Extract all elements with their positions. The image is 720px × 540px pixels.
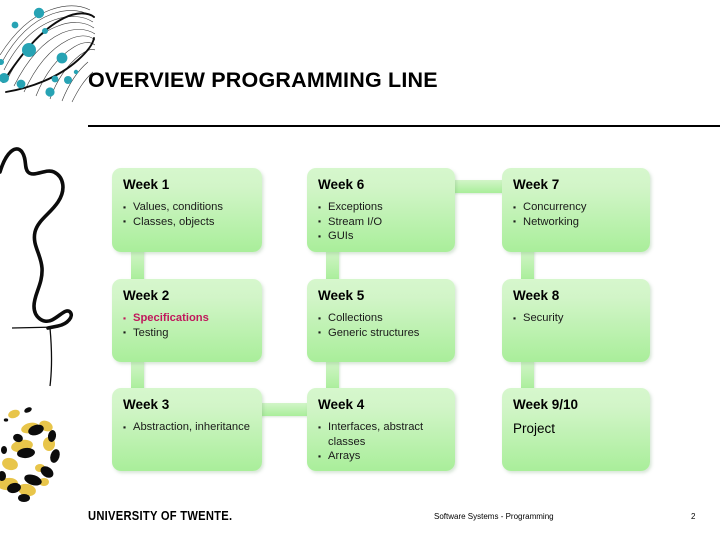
list-item: Values, conditions <box>123 200 251 215</box>
week-box-week-3[interactable]: Week 3 Abstraction, inheritance <box>112 388 262 471</box>
title-divider <box>88 125 720 127</box>
connector-week7-to-week8 <box>521 250 534 280</box>
week-box-title: Week 8 <box>513 288 560 303</box>
week-box-week-8[interactable]: Week 8 Security <box>502 279 650 362</box>
week-box-items: Security <box>513 311 639 326</box>
week-box-title: Week 3 <box>123 397 170 412</box>
list-item: GUIs <box>318 229 444 244</box>
week-box-title: Week 1 <box>123 177 170 192</box>
list-item: Concurrency <box>513 200 639 215</box>
week-box-items: Concurrency Networking <box>513 200 639 229</box>
week-box-items: Collections Generic structures <box>318 311 444 340</box>
week-box-title: Week 9/10 <box>513 397 579 412</box>
list-item: Arrays <box>318 449 444 464</box>
footer-course-name: Software Systems - Programming <box>434 512 554 521</box>
list-item: Stream I/O <box>318 214 444 230</box>
week-box-items: Exceptions Stream I/O GUIs <box>318 200 444 244</box>
week-box-week-2[interactable]: Week 2 Specifications Testing <box>112 279 262 362</box>
week-box-week-1[interactable]: Week 1 Values, conditions Classes, objec… <box>112 168 262 252</box>
list-item: Collections <box>318 311 444 326</box>
footer-university-logo: UNIVERSITY OF TWENTE. <box>88 508 233 523</box>
list-item: Testing <box>123 325 251 341</box>
connector-week3-to-week4 <box>256 403 314 416</box>
list-item: Networking <box>513 214 639 230</box>
week-box-title: Week 7 <box>513 177 560 192</box>
week-box-items: Specifications Testing <box>123 311 251 340</box>
week-box-week-5[interactable]: Week 5 Collections Generic structures <box>307 279 455 362</box>
list-item: Security <box>513 311 639 326</box>
week-box-title: Week 2 <box>123 288 170 303</box>
list-item: Generic structures <box>318 325 444 341</box>
list-item: Classes, objects <box>123 214 251 230</box>
week-box-title: Week 5 <box>318 288 365 303</box>
list-item: Abstraction, inheritance <box>123 420 251 435</box>
connector-week4-to-week5 <box>326 361 339 390</box>
connector-week1-to-week2 <box>131 250 144 280</box>
connector-week5-to-week6 <box>326 250 339 280</box>
connector-week6-to-week7 <box>450 180 508 193</box>
week-box-items: Interfaces, abstract classes Arrays <box>318 420 444 464</box>
week-box-week-7[interactable]: Week 7 Concurrency Networking <box>502 168 650 252</box>
week-box-plain-line: Project <box>513 421 556 436</box>
week-box-items: Values, conditions Classes, objects <box>123 200 251 229</box>
connector-week8-to-week9 <box>521 361 534 390</box>
week-box-week-9-10[interactable]: Week 9/10 Project <box>502 388 650 471</box>
week-box-items: Abstraction, inheritance <box>123 420 251 435</box>
week-box-week-6[interactable]: Week 6 Exceptions Stream I/O GUIs <box>307 168 455 252</box>
list-item-highlighted: Specifications <box>123 311 251 326</box>
connector-week2-to-week3 <box>131 361 144 390</box>
page-title: OVERVIEW PROGRAMMING LINE <box>88 68 438 92</box>
footer-page-number: 2 <box>691 512 696 521</box>
list-item: Exceptions <box>318 200 444 215</box>
week-box-title: Week 6 <box>318 177 365 192</box>
list-item: Interfaces, abstract classes <box>318 420 444 449</box>
week-box-week-4[interactable]: Week 4 Interfaces, abstract classes Arra… <box>307 388 455 471</box>
week-box-title: Week 4 <box>318 397 365 412</box>
